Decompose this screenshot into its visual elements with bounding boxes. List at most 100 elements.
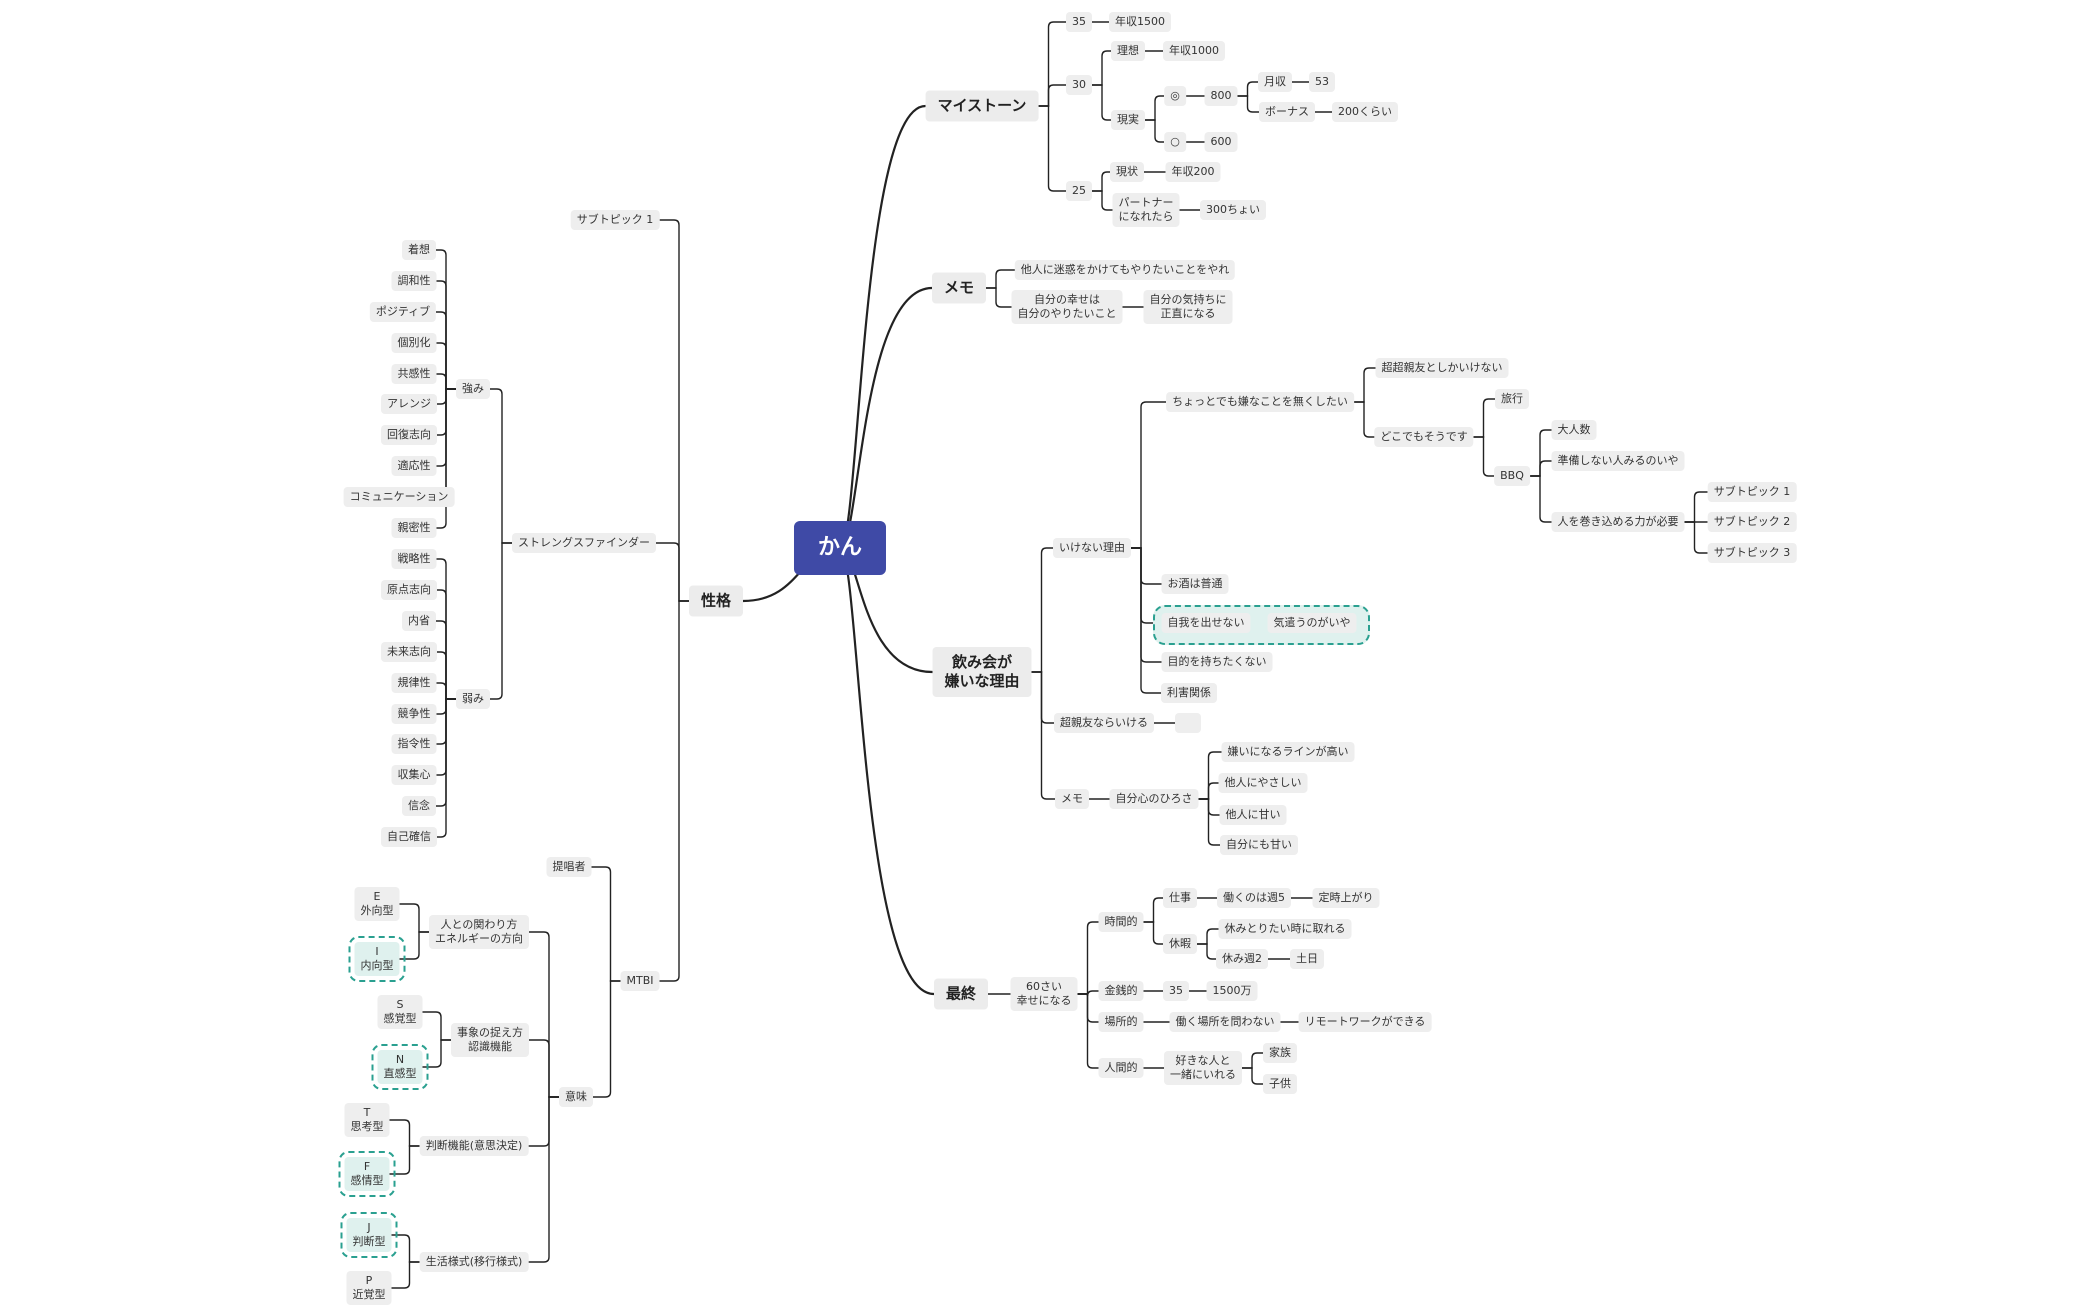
node-lenient-self[interactable]: 自分にも甘い <box>1220 835 1298 855</box>
node-n[interactable]: N 直感型 <box>371 1044 429 1090</box>
node-i[interactable]: I 内向型 <box>348 936 406 982</box>
node-work-5[interactable]: 働くのは週5 <box>1217 888 1291 908</box>
node-double-circle[interactable]: ◎ <box>1164 86 1186 106</box>
node-work[interactable]: 仕事 <box>1163 888 1197 908</box>
node-ontime[interactable]: 定時上がり <box>1312 888 1380 908</box>
node-s[interactable]: S 感覚型 <box>377 995 423 1029</box>
node-together[interactable]: 好きな人と 一緒にいれる <box>1164 1051 1242 1085</box>
node-circle[interactable]: ○ <box>1164 132 1186 152</box>
node-crowd[interactable]: 大人数 <box>1551 420 1597 440</box>
node-money-1500[interactable]: 1500万 <box>1206 981 1258 1001</box>
node-judgment[interactable]: 判断機能(意思決定) <box>419 1136 529 1156</box>
weakness-item[interactable]: 戦略性 <box>391 549 437 569</box>
strength-item[interactable]: 個別化 <box>391 333 437 353</box>
node-dislike[interactable]: ちょっとでも嫌なことを無くしたい <box>1166 392 1354 412</box>
node-subtopic-1[interactable]: サブトピック 1 <box>1707 482 1797 502</box>
node-anyplace[interactable]: 働く場所を問わない <box>1169 1012 1281 1032</box>
node-mbti[interactable]: MTBI <box>620 971 660 991</box>
node-energy[interactable]: 人との関わり方 エネルギーの方向 <box>429 915 529 949</box>
node-no-prep[interactable]: 準備しない人みるのいや <box>1551 451 1685 471</box>
node-200kurai[interactable]: 200くらい <box>1332 102 1398 122</box>
node-j[interactable]: J 判断型 <box>340 1212 398 1258</box>
node-vacation[interactable]: 休暇 <box>1163 934 1197 954</box>
branch-personality[interactable]: 性格 <box>688 585 744 617</box>
node-e[interactable]: E 外向型 <box>354 887 400 921</box>
strength-item[interactable]: 親密性 <box>391 518 437 538</box>
branch-drinking[interactable]: 飲み会が 嫌いな理由 <box>932 647 1032 697</box>
node-money-35[interactable]: 35 <box>1163 981 1189 1001</box>
node-proposer[interactable]: 提唱者 <box>546 857 592 877</box>
node-53[interactable]: 53 <box>1309 72 1335 92</box>
strength-item[interactable]: 着想 <box>402 240 436 260</box>
node-subtopic-3[interactable]: サブトピック 3 <box>1707 543 1797 563</box>
node-partner[interactable]: パートナー になれたら <box>1112 193 1180 227</box>
node-meaning[interactable]: 意味 <box>559 1087 593 1107</box>
node-human[interactable]: 人間的 <box>1098 1058 1144 1078</box>
node-remote[interactable]: リモートワークができる <box>1298 1012 1432 1032</box>
branch-milestone[interactable]: マイストーン <box>925 90 1039 122</box>
node-current[interactable]: 現状 <box>1110 162 1144 182</box>
node-income-200[interactable]: 年収200 <box>1165 162 1221 182</box>
node-line-high[interactable]: 嫌いになるラインが高い <box>1221 742 1355 762</box>
node-strengthsfinder[interactable]: ストレングスファインダー <box>512 533 656 553</box>
node-time[interactable]: 時間的 <box>1098 912 1144 932</box>
node-drinking-memo[interactable]: メモ <box>1055 789 1089 809</box>
node-bonus[interactable]: ボーナス <box>1259 102 1315 122</box>
node-bbq[interactable]: BBQ <box>1494 466 1530 486</box>
node-weaknesses[interactable]: 弱み <box>456 689 490 709</box>
node-lifestyle[interactable]: 生活様式(移行様式) <box>419 1252 529 1272</box>
node-reason[interactable]: いけない理由 <box>1053 538 1131 558</box>
weakness-item[interactable]: 規律性 <box>391 673 437 693</box>
node-monthly[interactable]: 月収 <box>1258 72 1292 92</box>
node-power[interactable]: 人を巻き込める力が必要 <box>1551 512 1685 532</box>
node-age-35[interactable]: 35 <box>1066 12 1092 32</box>
node-subtopic-2[interactable]: サブトピック 2 <box>1707 512 1797 532</box>
branch-final[interactable]: 最終 <box>933 978 989 1010</box>
node-no-purpose[interactable]: 目的を持ちたくない <box>1161 652 1273 672</box>
node-strengths[interactable]: 強み <box>456 379 490 399</box>
weakness-item[interactable]: 競争性 <box>391 704 437 724</box>
node-memo-1[interactable]: 他人に迷惑をかけてもやりたいことをやれ <box>1014 260 1236 280</box>
weakness-item[interactable]: 未来志向 <box>381 642 437 662</box>
node-memo-2[interactable]: 自分の幸せは 自分のやりたいこと <box>1011 290 1123 324</box>
node-t[interactable]: T 思考型 <box>344 1103 390 1137</box>
node-super-close[interactable]: 超超親友としかいけない <box>1375 358 1509 378</box>
node-alcohol[interactable]: お酒は普通 <box>1161 574 1229 594</box>
strength-item[interactable]: 調和性 <box>391 271 437 291</box>
node-child[interactable]: 子供 <box>1263 1074 1297 1094</box>
node-reality[interactable]: 現実 <box>1111 110 1145 130</box>
strength-item[interactable]: ポジティブ <box>369 302 437 322</box>
node-interest[interactable]: 利害関係 <box>1161 683 1217 703</box>
node-place[interactable]: 場所的 <box>1098 1012 1144 1032</box>
weakness-item[interactable]: 自己確信 <box>381 827 437 847</box>
weakness-item[interactable]: 原点志向 <box>381 580 437 600</box>
node-care[interactable]: 気遣うのがいや <box>1267 613 1357 633</box>
node-300[interactable]: 300ちょい <box>1200 200 1266 220</box>
weakness-item[interactable]: 内省 <box>402 611 436 631</box>
branch-memo[interactable]: メモ <box>931 272 987 304</box>
node-memo-2-child[interactable]: 自分の気持ちに 正直になる <box>1143 290 1233 324</box>
node-600[interactable]: 600 <box>1204 132 1238 152</box>
node-age-25[interactable]: 25 <box>1066 181 1092 201</box>
node-p[interactable]: P 近覚型 <box>346 1271 392 1305</box>
node-happy-60[interactable]: 60さい 幸せになる <box>1010 977 1078 1011</box>
strength-item[interactable]: コミュニケーション <box>343 487 455 507</box>
node-vacation-take[interactable]: 休みとりたい時に取れる <box>1218 919 1352 939</box>
strength-item[interactable]: アレンジ <box>381 394 437 414</box>
node-family[interactable]: 家族 <box>1263 1043 1297 1063</box>
node-self-wide[interactable]: 自分心のひろさ <box>1109 789 1199 809</box>
node-no-self[interactable]: 自我を出せない <box>1161 613 1251 633</box>
weakness-item[interactable]: 指令性 <box>391 734 437 754</box>
node-800[interactable]: 800 <box>1204 86 1238 106</box>
weakness-item[interactable]: 信念 <box>402 796 436 816</box>
strength-item[interactable]: 回復志向 <box>381 425 437 445</box>
node-close-ok[interactable]: 超親友ならいける <box>1054 713 1154 733</box>
node-income-1500[interactable]: 年収1500 <box>1109 12 1171 32</box>
node-weekend[interactable]: 土日 <box>1290 949 1324 969</box>
node-f[interactable]: F 感情型 <box>338 1151 396 1197</box>
node-ideal[interactable]: 理想 <box>1111 41 1145 61</box>
node-income-1000[interactable]: 年収1000 <box>1163 41 1225 61</box>
node-lenient[interactable]: 他人に甘い <box>1219 805 1287 825</box>
weakness-item[interactable]: 収集心 <box>391 765 437 785</box>
node-vacation-week2[interactable]: 休み週2 <box>1216 949 1268 969</box>
